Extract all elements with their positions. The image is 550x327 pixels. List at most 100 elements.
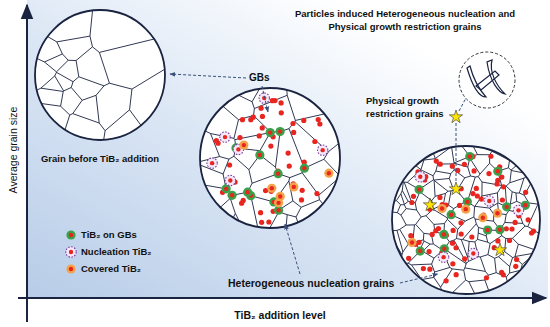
tib2-particle (484, 196, 494, 206)
particle-ring (483, 225, 492, 234)
tib2-particle (450, 164, 455, 169)
particle-core (444, 278, 449, 283)
particle-core (260, 114, 265, 119)
particle-core (488, 154, 493, 159)
tib2-particle (66, 264, 75, 273)
particle-ring (324, 169, 333, 178)
tib2-particle (239, 141, 248, 150)
tib2-particle (290, 121, 295, 126)
tib2-particle (416, 240, 421, 245)
particle-core (418, 249, 422, 253)
tib2-particle (465, 152, 474, 161)
tib2-particle (513, 220, 518, 225)
particle-core (450, 241, 455, 246)
particle-core (471, 251, 475, 255)
legend-swatch (64, 245, 78, 259)
tib2-particle (260, 114, 265, 119)
particle-ring (289, 182, 298, 191)
particle-core (440, 206, 444, 210)
particle-ring (276, 192, 285, 201)
tib2-particle (299, 197, 304, 202)
particle-core (258, 210, 263, 215)
grain-boundaries (197, 85, 343, 231)
particle-core (434, 158, 439, 163)
particle-core (270, 186, 274, 190)
particle-core (69, 250, 73, 254)
particle-core (327, 171, 331, 175)
particle-core (450, 261, 455, 266)
particle-core (290, 121, 295, 126)
particle-core (453, 245, 458, 250)
particle-core (260, 125, 265, 130)
tib2-particle (453, 245, 458, 250)
particle-core (69, 233, 73, 237)
particle-ring (243, 188, 252, 197)
tib2-particle (439, 230, 448, 239)
grain-outline (200, 88, 340, 228)
tib2-particle (258, 210, 263, 215)
tib2-particle (411, 194, 416, 199)
tib2-particle (257, 133, 262, 138)
particle-core (69, 267, 73, 271)
particle-core (514, 257, 519, 262)
tib2-particle (430, 232, 435, 237)
particle-ring (438, 252, 448, 262)
tib2-particle (526, 217, 531, 222)
tib2-particle (66, 247, 76, 257)
particle-core (408, 233, 413, 238)
tib2-particle (488, 154, 493, 159)
tib2-particle (529, 230, 534, 235)
particle-ring (415, 185, 424, 194)
grain-outline (392, 146, 540, 294)
particles (406, 152, 536, 283)
particle-core (270, 98, 275, 103)
grain-circle-outline (34, 9, 166, 141)
tib2-particle (514, 257, 519, 262)
particle-core (236, 147, 240, 151)
particle-ring (207, 158, 217, 168)
yellow-star (449, 110, 462, 123)
tib2-particle (259, 220, 264, 225)
tib2-particle (438, 252, 448, 262)
particle-core (224, 187, 228, 191)
particle-core (441, 255, 445, 259)
particle-core (317, 121, 322, 126)
grain-fill (200, 88, 340, 228)
leader-line (285, 224, 300, 274)
particle-ring (465, 152, 474, 161)
particle-core (291, 130, 296, 135)
particle-core (454, 272, 459, 277)
tib2-particle (462, 162, 467, 167)
particle-ring (513, 205, 523, 215)
particle-core (257, 133, 262, 138)
particle-core (507, 238, 512, 243)
x-axis (18, 297, 546, 299)
tib2-particle (504, 226, 509, 231)
tib2-particle (239, 201, 244, 206)
grain-circle (197, 85, 343, 231)
particle-core (513, 264, 518, 269)
particle-core (458, 220, 463, 225)
tib2-particle (458, 220, 463, 225)
tib2-particle (266, 128, 275, 137)
tib2-particle (451, 228, 456, 233)
particle-core (237, 135, 242, 140)
particle-core (436, 226, 441, 231)
tib2-particle (317, 145, 327, 155)
particle-ring (66, 230, 75, 239)
tib2-particle (471, 168, 476, 173)
annotation-label: GBs (249, 71, 270, 84)
tib2-particle (454, 272, 459, 277)
particle-core (278, 129, 282, 133)
tib2-particle (406, 256, 411, 261)
particle-core (504, 205, 508, 209)
tib2-particle (495, 238, 500, 243)
tib2-particle (483, 225, 492, 234)
legend-swatch (64, 262, 78, 276)
particle-ring (300, 164, 309, 173)
tib2-particle (415, 185, 424, 194)
tib2-particle (227, 162, 232, 167)
tib2-particle (486, 171, 491, 176)
tib2-particle (507, 238, 512, 243)
particle-core (509, 226, 514, 231)
